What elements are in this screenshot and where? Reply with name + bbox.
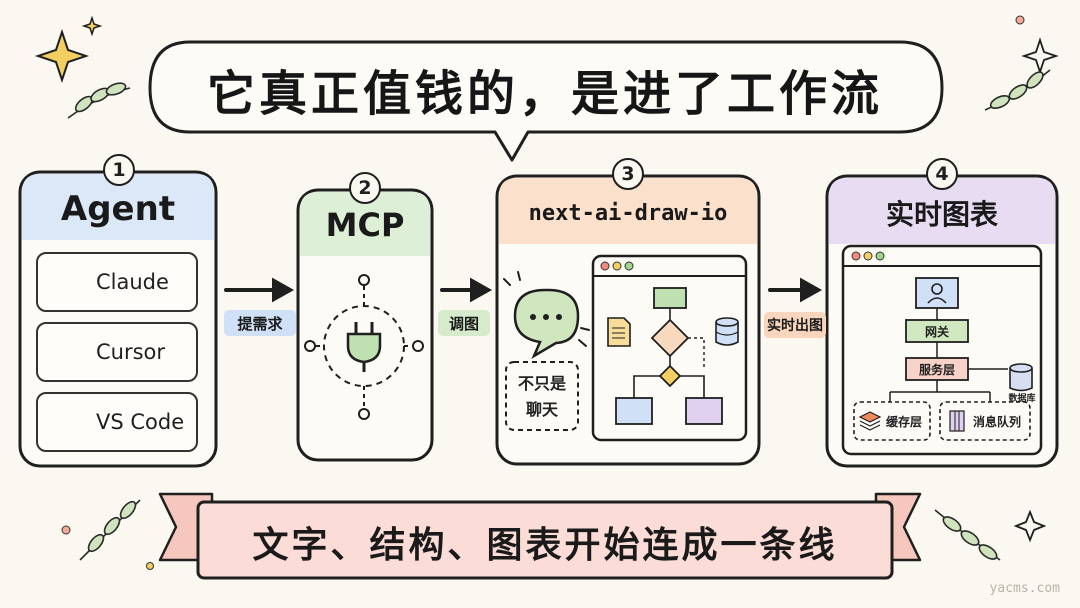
architecture-window — [841, 244, 1043, 456]
service-node: 服务层 — [918, 362, 955, 377]
arrow-icon — [440, 277, 493, 303]
arrow-icon — [224, 277, 295, 303]
note-line: 聊天 — [525, 400, 558, 419]
note-box — [505, 361, 579, 431]
cache-node: 缓存层 — [885, 414, 922, 429]
sparkle-icon — [81, 15, 103, 37]
layers-icon — [858, 411, 882, 431]
step-number: 4 — [926, 158, 958, 190]
bottom-banner — [158, 492, 922, 580]
agent-item-label: VS Code — [96, 410, 185, 434]
queue-icon — [949, 410, 965, 432]
connector-label: 提需求 — [237, 314, 283, 333]
agent-card-title: Agent — [60, 189, 176, 229]
step-number: 2 — [349, 172, 381, 204]
note-line: 不只是 — [517, 374, 566, 393]
page-title: 它真正值钱的，是进了工作流 — [206, 66, 883, 122]
chat-bubble-icon — [503, 271, 590, 360]
mcp-card — [296, 188, 434, 462]
drawio-window — [591, 254, 748, 442]
document-icon — [607, 317, 631, 347]
agent-item-cursor: Cursor — [36, 322, 198, 382]
agent-item-claude: Claude — [36, 252, 198, 312]
agent-item-label: Cursor — [96, 340, 166, 364]
vscode-icon-slot — [48, 402, 88, 442]
arrow-icon — [768, 277, 823, 303]
connector-label: 调图 — [448, 314, 479, 333]
watermark: yacms.com — [989, 581, 1060, 596]
mcp-card-title: MCP — [325, 206, 405, 244]
leaf-sprig-icon — [984, 69, 1051, 111]
database-icon — [1009, 363, 1033, 392]
agent-item-label: Claude — [96, 270, 169, 294]
claude-icon-slot — [48, 262, 88, 302]
database-icon — [715, 317, 739, 346]
step-number: 3 — [612, 158, 644, 190]
user-icon — [927, 283, 947, 304]
title-speech-bubble — [148, 40, 944, 162]
queue-node: 消息队列 — [972, 414, 1021, 429]
plug-icon — [304, 274, 424, 420]
cursor-icon-slot — [48, 332, 88, 372]
agent-item-vscode: VS Code — [36, 392, 198, 452]
database-node: 数据库 — [1008, 393, 1036, 404]
sparkle-icon — [34, 28, 90, 84]
leaf-sprig-icon — [67, 82, 131, 119]
step-number: 1 — [103, 154, 135, 186]
banner-text: 文字、结构、图表开始连成一条线 — [252, 525, 838, 566]
connector-label: 实时出图 — [767, 318, 823, 334]
leaf-sprig-icon — [79, 499, 141, 561]
leaf-sprig-icon — [934, 509, 1001, 561]
drawio-card-title: next-ai-draw-io — [528, 200, 728, 226]
gateway-node: 网关 — [924, 324, 949, 339]
chart-card-title: 实时图表 — [885, 198, 998, 231]
